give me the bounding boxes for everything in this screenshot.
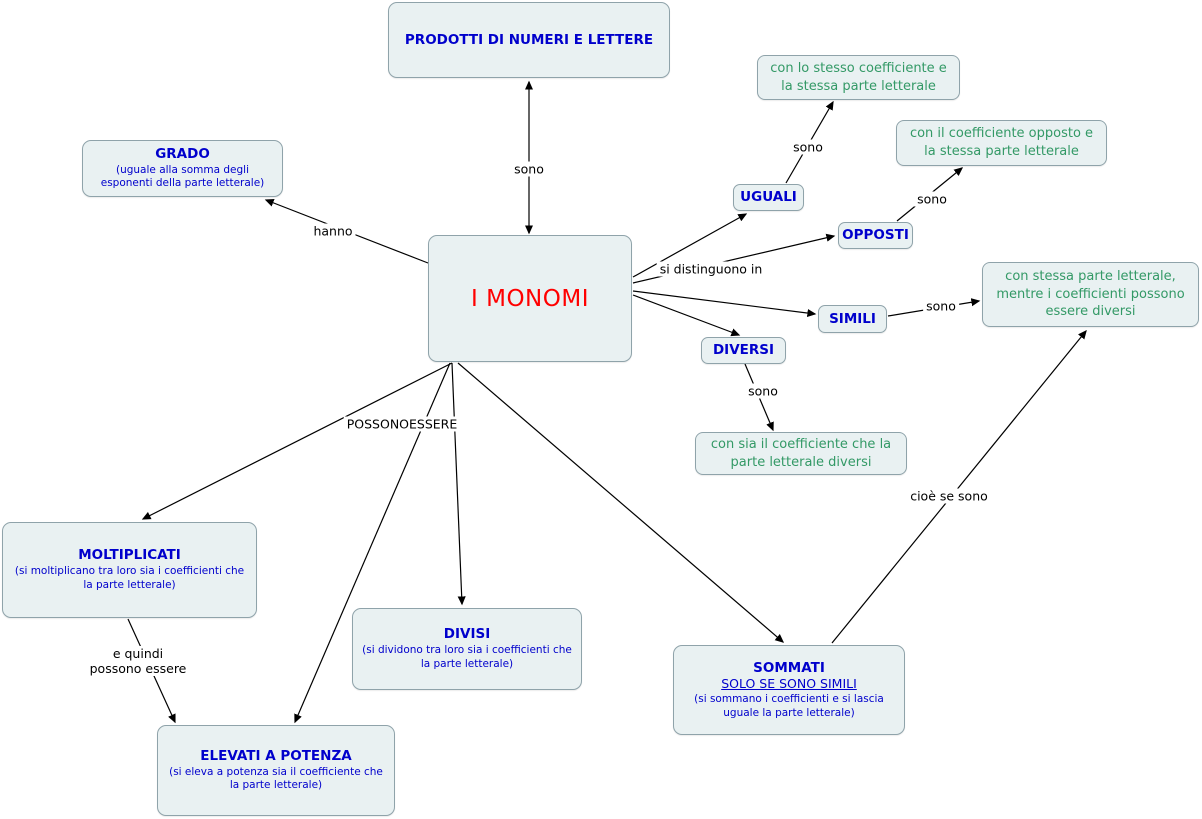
node-title: GRADO — [155, 145, 210, 162]
edge-label-hanno[interactable]: hanno — [310, 223, 356, 239]
node-diversi[interactable]: DIVERSI — [701, 337, 786, 364]
node-opposti[interactable]: OPPOSTI — [838, 222, 913, 249]
node-condition: SOLO SE SONO SIMILI — [721, 676, 857, 692]
edge-label-sono-diversi[interactable]: sono — [745, 383, 781, 399]
node-text: con sia il coefficiente che la parte let… — [710, 436, 892, 470]
edge-label-sono-prodotti[interactable]: sono — [511, 161, 547, 177]
node-i-monomi[interactable]: I MONOMI — [428, 235, 632, 362]
node-subtitle: (uguale alla somma degli esponenti della… — [100, 163, 265, 190]
node-uguali-description[interactable]: con lo stesso coefficiente e la stessa p… — [757, 55, 960, 100]
edge-label-sono-opposti[interactable]: sono — [914, 191, 950, 207]
edge-monomi-divisi — [451, 362, 466, 606]
node-subtitle: (si moltiplicano tra loro sia i coeffici… — [14, 565, 245, 591]
node-moltiplicati[interactable]: MOLTIPLICATI (si moltiplicano tra loro s… — [2, 522, 257, 618]
node-subtitle: (si eleva a potenza sia il coefficiente … — [169, 765, 383, 792]
node-simili[interactable]: SIMILI — [818, 305, 887, 333]
edge-monomi-uguali — [632, 213, 748, 278]
node-prodotti-di-numeri-e-lettere[interactable]: PRODOTTI DI NUMERI E LETTERE — [388, 2, 670, 78]
edge-label-cioe-se-sono[interactable]: cioè se sono — [907, 488, 991, 504]
edge-label-si-distinguono-in[interactable]: si distinguono in — [656, 261, 766, 277]
node-title: PRODOTTI DI NUMERI E LETTERE — [404, 31, 654, 48]
edge-monomi-sommati — [457, 362, 785, 643]
node-subtitle: (si dividono tra loro sia i coefficienti… — [362, 644, 572, 670]
node-text: con stessa parte letterale, mentre i coe… — [996, 269, 1185, 320]
edge-label-sono-simili[interactable]: sono — [923, 298, 959, 314]
node-title: MOLTIPLICATI — [78, 547, 181, 564]
node-title: SIMILI — [829, 310, 876, 327]
node-title: SOMMATI — [753, 659, 825, 676]
node-diversi-description[interactable]: con sia il coefficiente che la parte let… — [695, 432, 907, 475]
edge-label-possono-essere[interactable]: POSSONOESSERE — [343, 416, 461, 432]
node-subtitle: (si sommano i coefficienti e si lascia u… — [694, 693, 884, 719]
edge-label-e-quindi-possono-essere[interactable]: e quindi possono essere — [86, 646, 190, 676]
node-title: OPPOSTI — [842, 227, 909, 244]
node-title: I MONOMI — [471, 285, 589, 312]
edge-monomi-diversi — [632, 294, 741, 337]
node-simili-description[interactable]: con stessa parte letterale, mentre i coe… — [982, 262, 1199, 327]
node-title: DIVERSI — [712, 342, 775, 359]
node-opposti-description[interactable]: con il coefficiente opposto e la stessa … — [896, 120, 1107, 166]
node-title: DIVISI — [443, 626, 491, 643]
edge-monomi-simili — [632, 290, 817, 318]
node-title: UGUALI — [740, 189, 797, 206]
edge-monomi-moltiplicati — [141, 362, 453, 520]
node-elevati-a-potenza[interactable]: ELEVATI A POTENZA (si eleva a potenza si… — [157, 725, 395, 816]
node-divisi[interactable]: DIVISI (si dividono tra loro sia i coeff… — [352, 608, 582, 690]
edge-sommati-simili-desc — [831, 329, 1087, 644]
node-sommati[interactable]: SOMMATI SOLO SE SONO SIMILI (si sommano … — [673, 645, 905, 735]
node-grado[interactable]: GRADO (uguale alla somma degli esponenti… — [82, 140, 283, 197]
node-title: ELEVATI A POTENZA — [200, 747, 352, 764]
edge-label-sono-uguali[interactable]: sono — [790, 139, 826, 155]
node-uguali[interactable]: UGUALI — [733, 184, 804, 211]
node-text: con lo stesso coefficiente e la stessa p… — [770, 60, 947, 94]
node-text: con il coefficiente opposto e la stessa … — [909, 126, 1094, 159]
